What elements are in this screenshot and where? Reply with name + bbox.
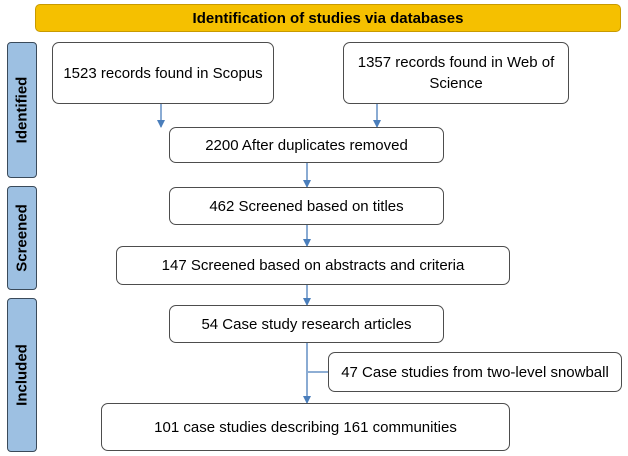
- box-dedup-text: 2200 After duplicates removed: [205, 136, 408, 154]
- banner-text: Identification of studies via databases: [192, 9, 464, 27]
- box-scopus-records: 1523 records found in Scopus: [52, 42, 274, 104]
- stage-screened: Screened: [7, 186, 37, 290]
- box-snowball-text: 47 Case studies from two-level snowball: [341, 363, 609, 381]
- box-duplicates-removed: 2200 After duplicates removed: [169, 127, 444, 163]
- box-wos-text: 1357 records found in Web of Science: [357, 54, 555, 92]
- stage-included: Included: [7, 298, 37, 452]
- box-scopus-text: 1523 records found in Scopus: [63, 64, 263, 82]
- box-final-text: 101 case studies describing 161 communit…: [154, 418, 457, 436]
- diagram-title-banner: Identification of studies via databases: [35, 4, 621, 32]
- box-final-case-studies: 101 case studies describing 161 communit…: [101, 403, 510, 451]
- box-abstract-screening: 147 Screened based on abstracts and crit…: [116, 246, 510, 285]
- box-titles-text: 462 Screened based on titles: [209, 197, 404, 215]
- box-case-articles-text: 54 Case study research articles: [201, 315, 412, 333]
- box-abstracts-text: 147 Screened based on abstracts and crit…: [161, 257, 465, 274]
- box-wos-records: 1357 records found in Web of Science: [343, 42, 569, 104]
- stage-identified: Identified: [7, 42, 37, 178]
- box-snowball-studies: 47 Case studies from two-level snowball: [328, 352, 622, 392]
- box-case-study-articles: 54 Case study research articles: [169, 305, 444, 343]
- box-title-screening: 462 Screened based on titles: [169, 187, 444, 225]
